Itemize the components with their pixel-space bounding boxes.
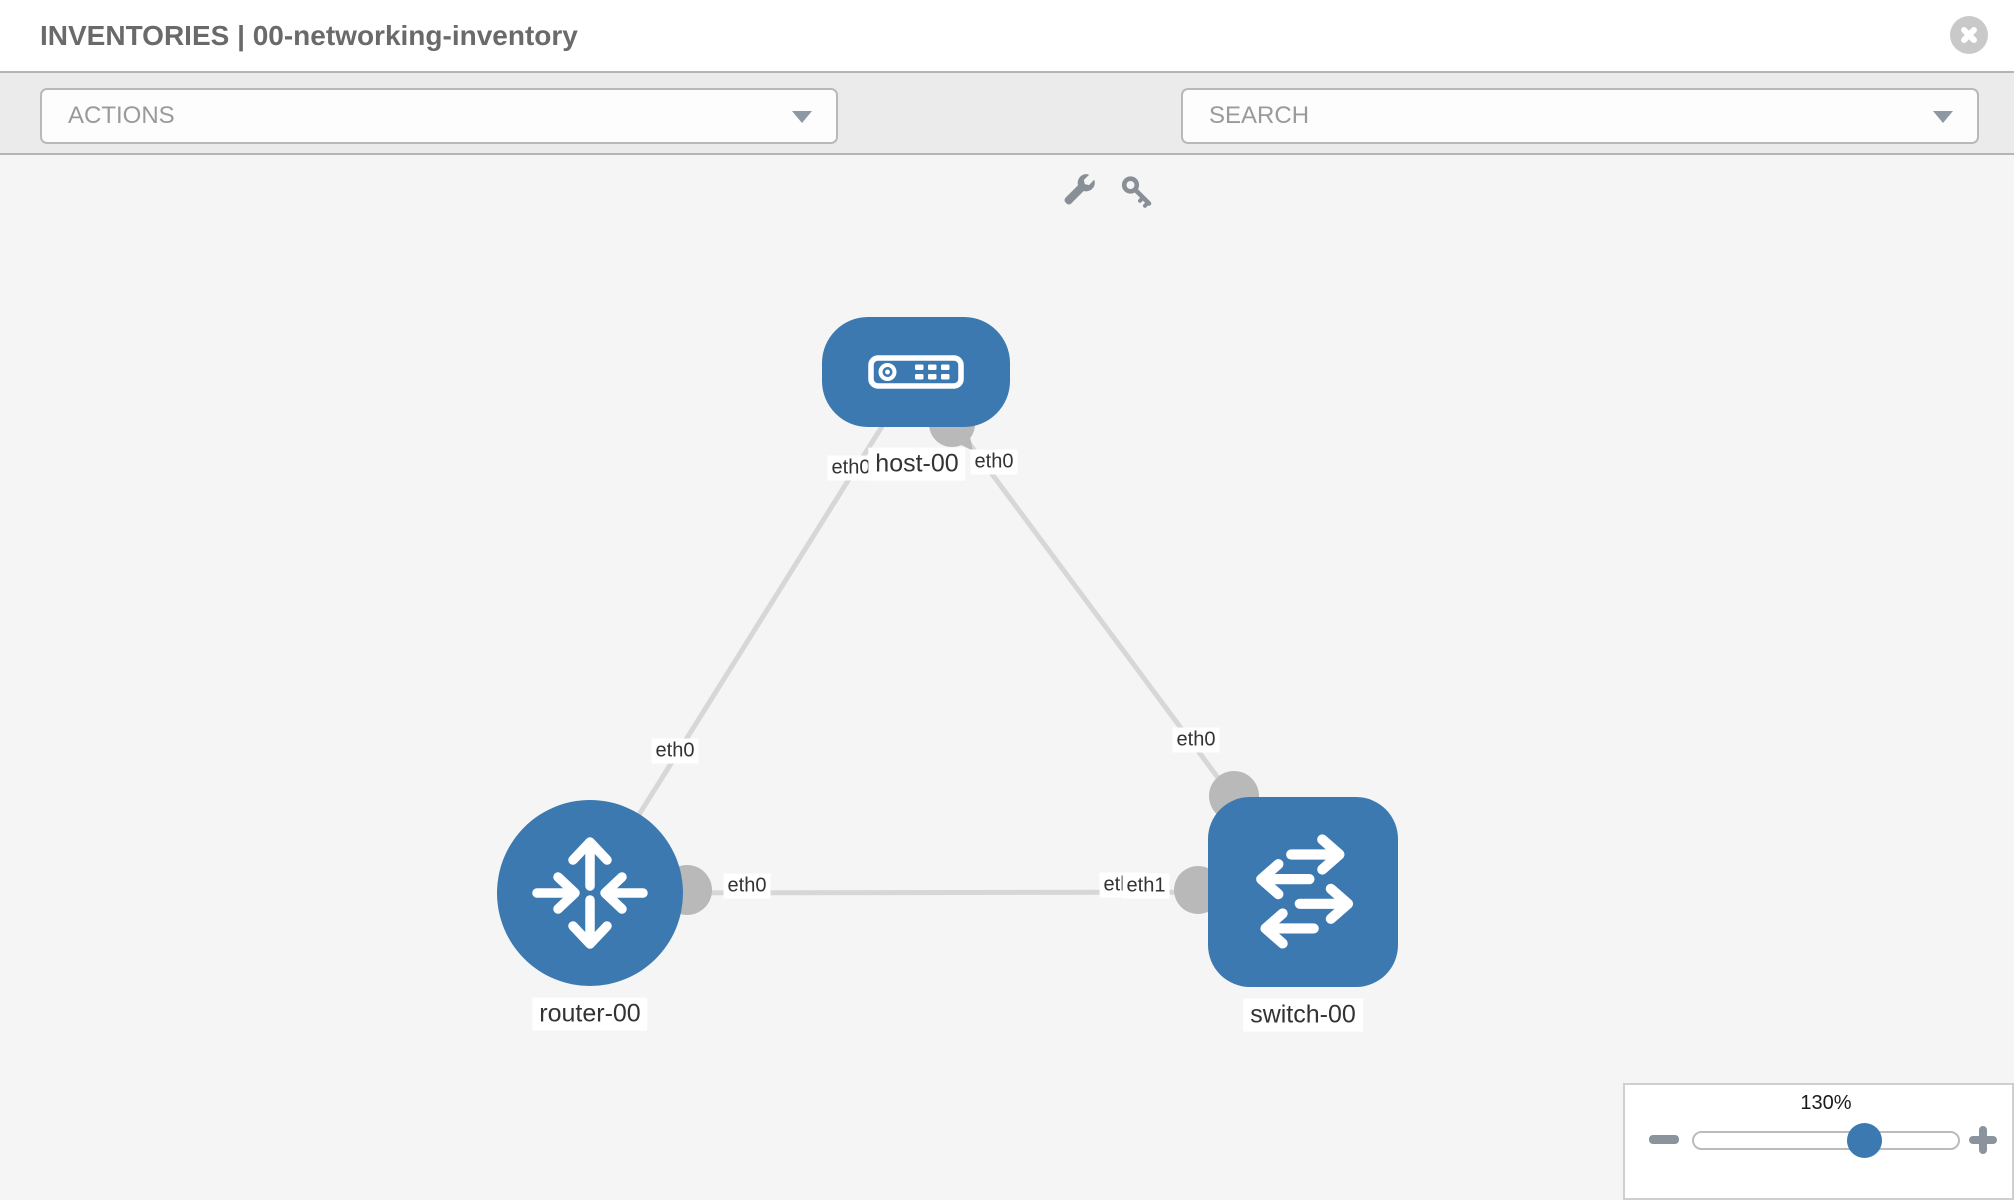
zoom-percentage: 130% bbox=[1800, 1092, 1852, 1114]
node-label-host-00: host-00 bbox=[868, 447, 966, 481]
interface-label: eth0 bbox=[1172, 727, 1220, 753]
actions-dropdown-label: ACTIONS bbox=[68, 102, 175, 129]
close-icon bbox=[1950, 16, 1988, 54]
node-switch-00[interactable] bbox=[1208, 797, 1398, 987]
chevron-down-icon bbox=[792, 111, 812, 123]
zoom-slider-handle[interactable] bbox=[1847, 1123, 1882, 1158]
interface-label: eth0 bbox=[970, 449, 1018, 475]
page-title: INVENTORIES | 00-networking-inventory bbox=[40, 19, 578, 51]
header-bar: INVENTORIES | 00-networking-inventory bbox=[0, 0, 2014, 73]
router-icon bbox=[532, 837, 648, 949]
zoom-control-panel: 130% bbox=[1623, 1083, 2014, 1200]
credentials-button[interactable] bbox=[1114, 169, 1158, 213]
interface-label: eth1 bbox=[1122, 873, 1170, 899]
topology-canvas[interactable] bbox=[0, 155, 2014, 1200]
interface-label: eth0 bbox=[651, 738, 699, 764]
chevron-down-icon bbox=[1933, 111, 1953, 123]
key-icon bbox=[1121, 176, 1152, 208]
wrench-icon bbox=[1064, 174, 1095, 205]
actions-dropdown[interactable]: ACTIONS bbox=[40, 88, 838, 144]
close-button[interactable] bbox=[1950, 16, 1988, 54]
zoom-slider[interactable] bbox=[1692, 1131, 1960, 1150]
configure-button[interactable] bbox=[1056, 169, 1100, 213]
toolbar: ACTIONS SEARCH bbox=[0, 73, 2014, 208]
node-router-00[interactable] bbox=[497, 800, 683, 986]
search-dropdown[interactable]: SEARCH bbox=[1181, 88, 1979, 144]
host-icon bbox=[868, 355, 964, 389]
zoom-in-button[interactable] bbox=[1969, 1126, 1997, 1154]
node-label-switch-00: switch-00 bbox=[1243, 998, 1363, 1032]
node-label-router-00: router-00 bbox=[532, 997, 648, 1031]
interface-label: eth0 bbox=[723, 873, 771, 899]
zoom-out-button[interactable] bbox=[1649, 1135, 1679, 1144]
node-host-00[interactable] bbox=[822, 317, 1010, 427]
search-placeholder: SEARCH bbox=[1209, 102, 1310, 129]
switch-icon bbox=[1256, 834, 1354, 949]
